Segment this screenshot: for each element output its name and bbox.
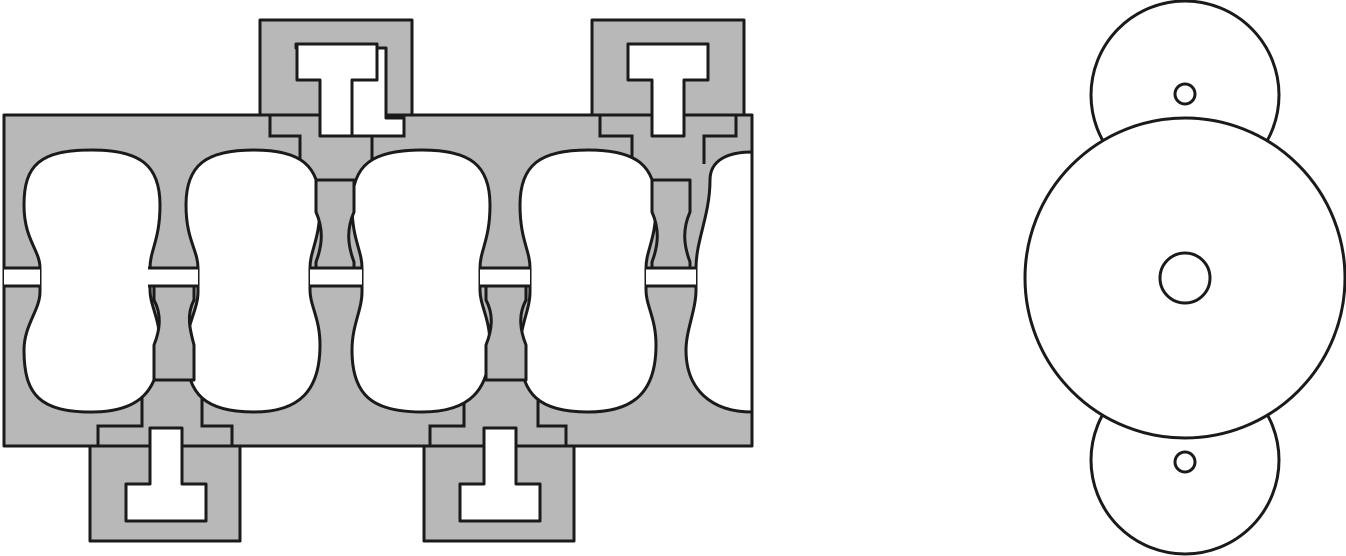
bottom-step-left-b <box>200 396 234 446</box>
upper-hole <box>1173 82 1197 106</box>
cavity-cell-2 <box>184 148 322 414</box>
iris-post-3 <box>484 266 528 382</box>
iris-post-2 <box>314 178 356 270</box>
top-coupler-left <box>295 42 379 138</box>
top-step-left-b <box>370 115 406 164</box>
top-step-right-b <box>702 115 738 164</box>
top-step-left <box>268 115 302 164</box>
gap-1 <box>4 268 40 286</box>
bottom-step-left <box>96 396 144 446</box>
center-hole <box>1158 251 1212 305</box>
gap-5 <box>646 268 696 286</box>
cavity-cell-4 <box>518 148 658 414</box>
top-step-right <box>598 115 634 164</box>
cavity-cell-1 <box>22 148 162 414</box>
bottom-coupler-right <box>458 426 542 523</box>
gap-4 <box>480 268 530 286</box>
iris-post-1 <box>152 266 196 382</box>
bottom-step-right <box>428 396 466 446</box>
top-coupler-slot-right <box>626 42 710 138</box>
gap-3 <box>310 268 362 286</box>
bottom-step-right-b <box>536 396 568 446</box>
iris-post-4 <box>650 178 692 270</box>
cross-section-view <box>2 18 754 543</box>
gap-2 <box>148 268 198 286</box>
cavity-cell-3 <box>350 148 492 414</box>
cavity-cell-5-partial <box>684 150 754 414</box>
end-view <box>1023 0 1346 556</box>
lower-hole <box>1173 450 1197 474</box>
bottom-coupler-left <box>124 426 208 523</box>
